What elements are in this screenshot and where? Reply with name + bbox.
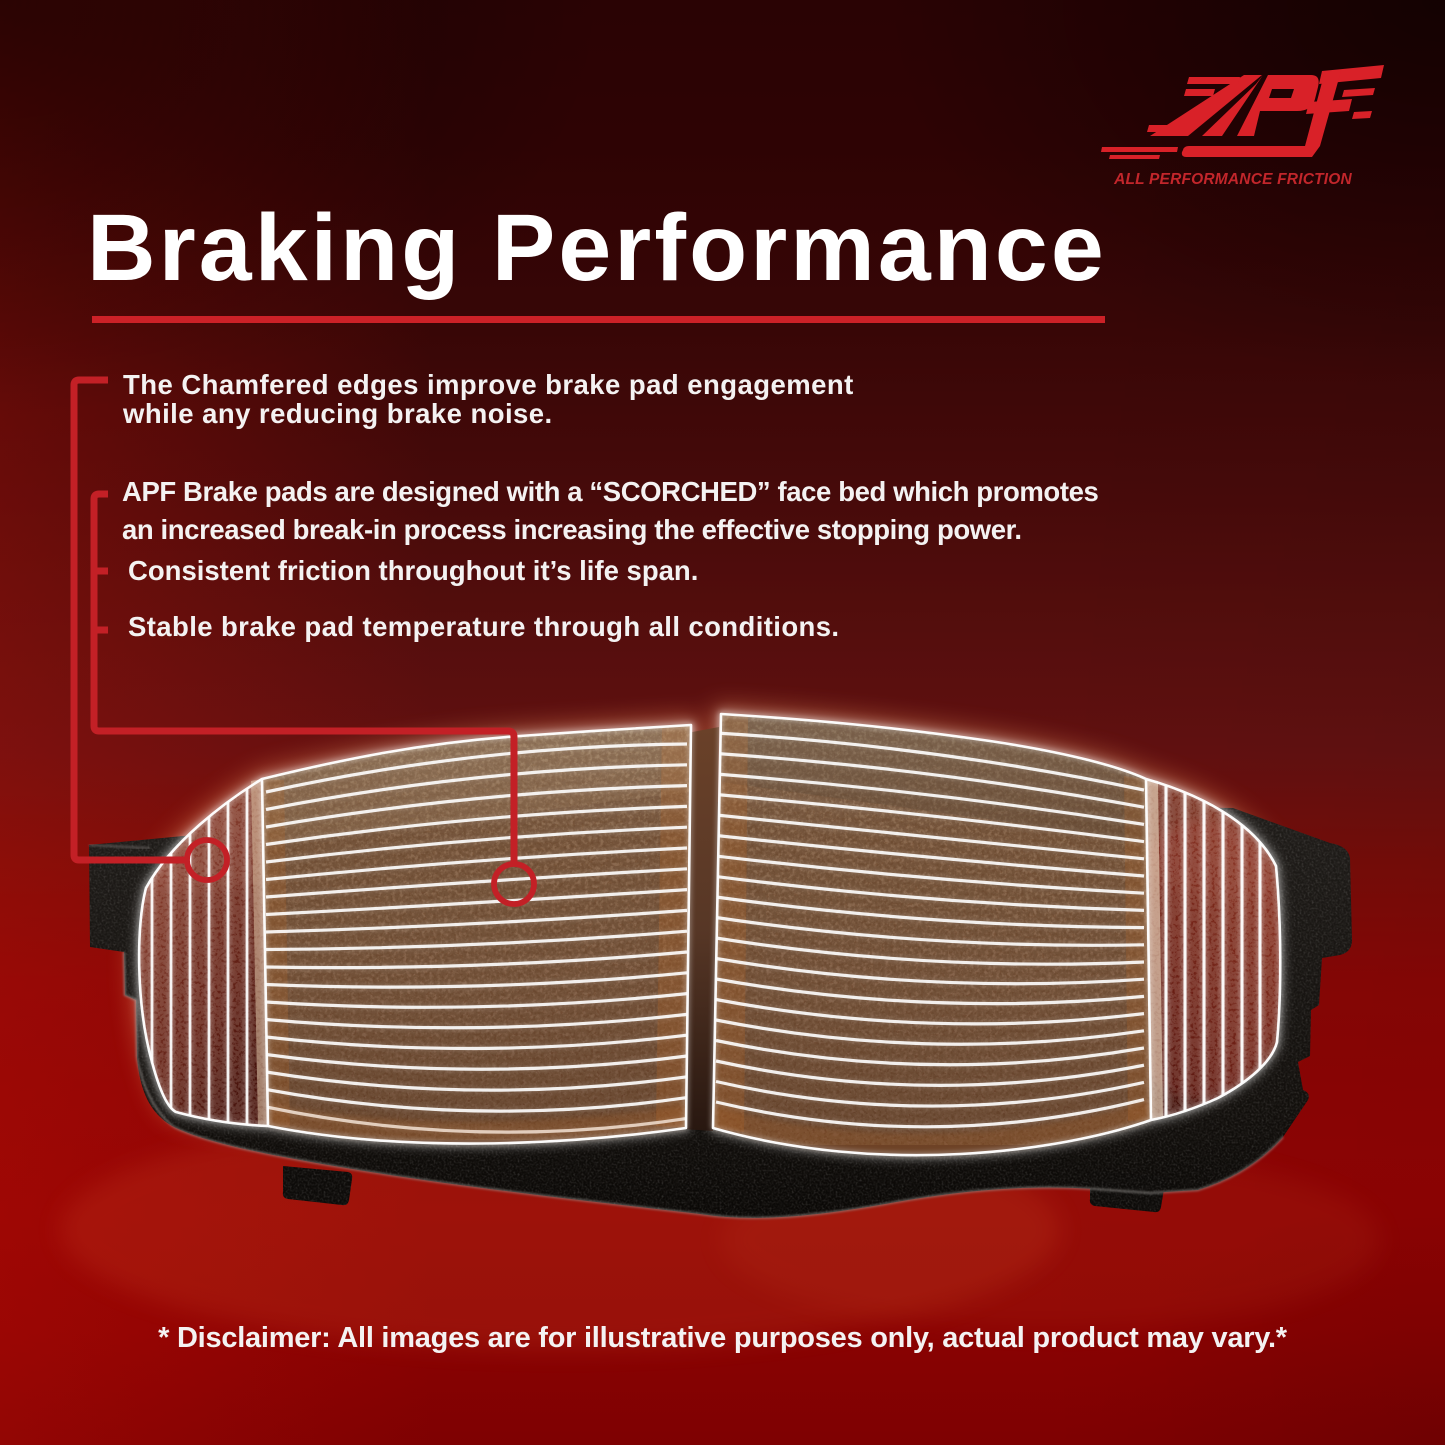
svg-text:ALL PERFORMANCE FRICTION: ALL PERFORMANCE FRICTION: [1113, 171, 1352, 188]
